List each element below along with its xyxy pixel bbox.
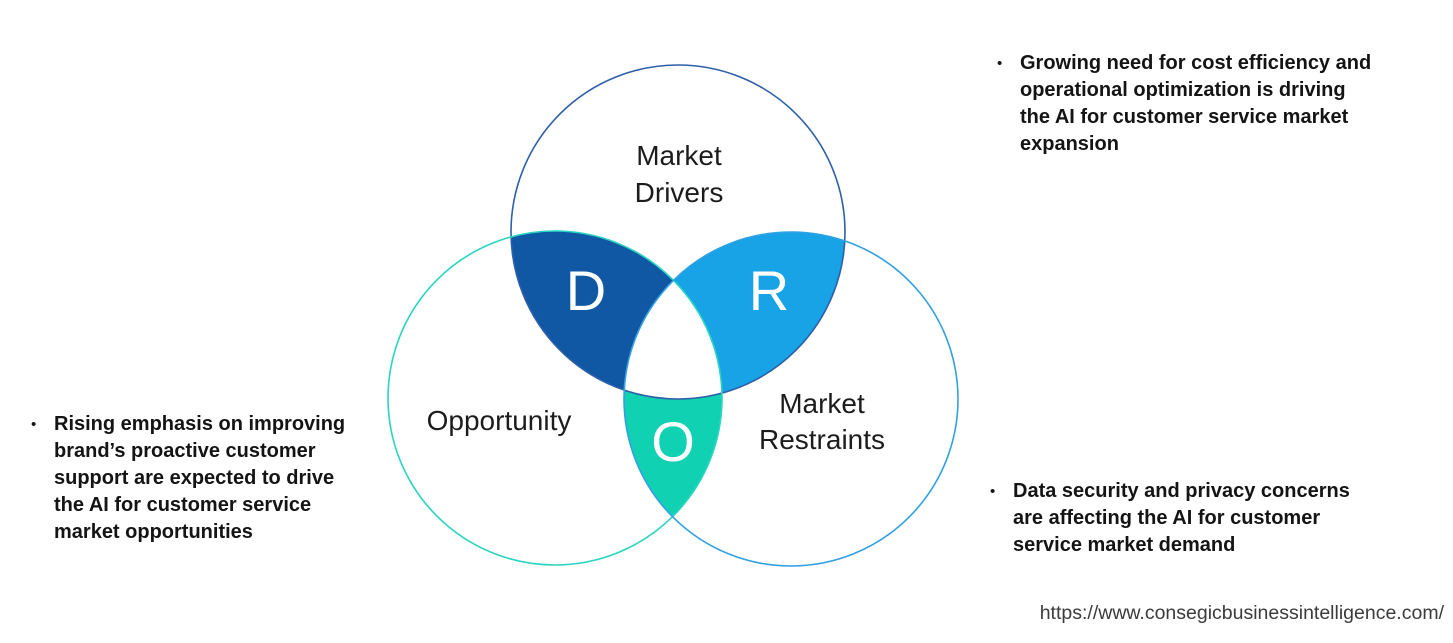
bullet-icon: • [990,483,996,500]
opportunity-annotation: • Rising emphasis on improving brand’s p… [31,411,391,546]
drivers-lens-letter: D [565,259,607,322]
restraints-annotation-text: Data security and privacy concerns are a… [1013,480,1350,556]
market-restraints-label: Market Restraints [758,388,886,455]
opportunity-label: Opportunity [426,405,572,436]
opportunity-lens-letter: O [651,410,695,473]
drivers-annotation: • Growing need for cost efficiency and o… [997,50,1437,158]
bullet-icon: • [31,416,37,433]
opportunity-circle-outline [387,230,723,566]
bullet-icon: • [997,55,1003,72]
restraints-circle-outline [623,231,959,567]
market-drivers-label: Market Drivers [634,140,724,208]
opportunity-annotation-text: Rising emphasis on improving brand’s pro… [54,413,346,543]
drivers-annotation-text: Growing need for cost efficiency and ope… [1020,52,1372,155]
restraints-lens-letter: R [748,259,790,322]
drivers-restraints-overlap [624,232,845,399]
drivers-circle-outline [510,64,846,400]
restraints-annotation: • Data security and privacy concerns are… [990,478,1430,559]
source-url: https://www.consegicbusinessintelligence… [1039,602,1444,624]
